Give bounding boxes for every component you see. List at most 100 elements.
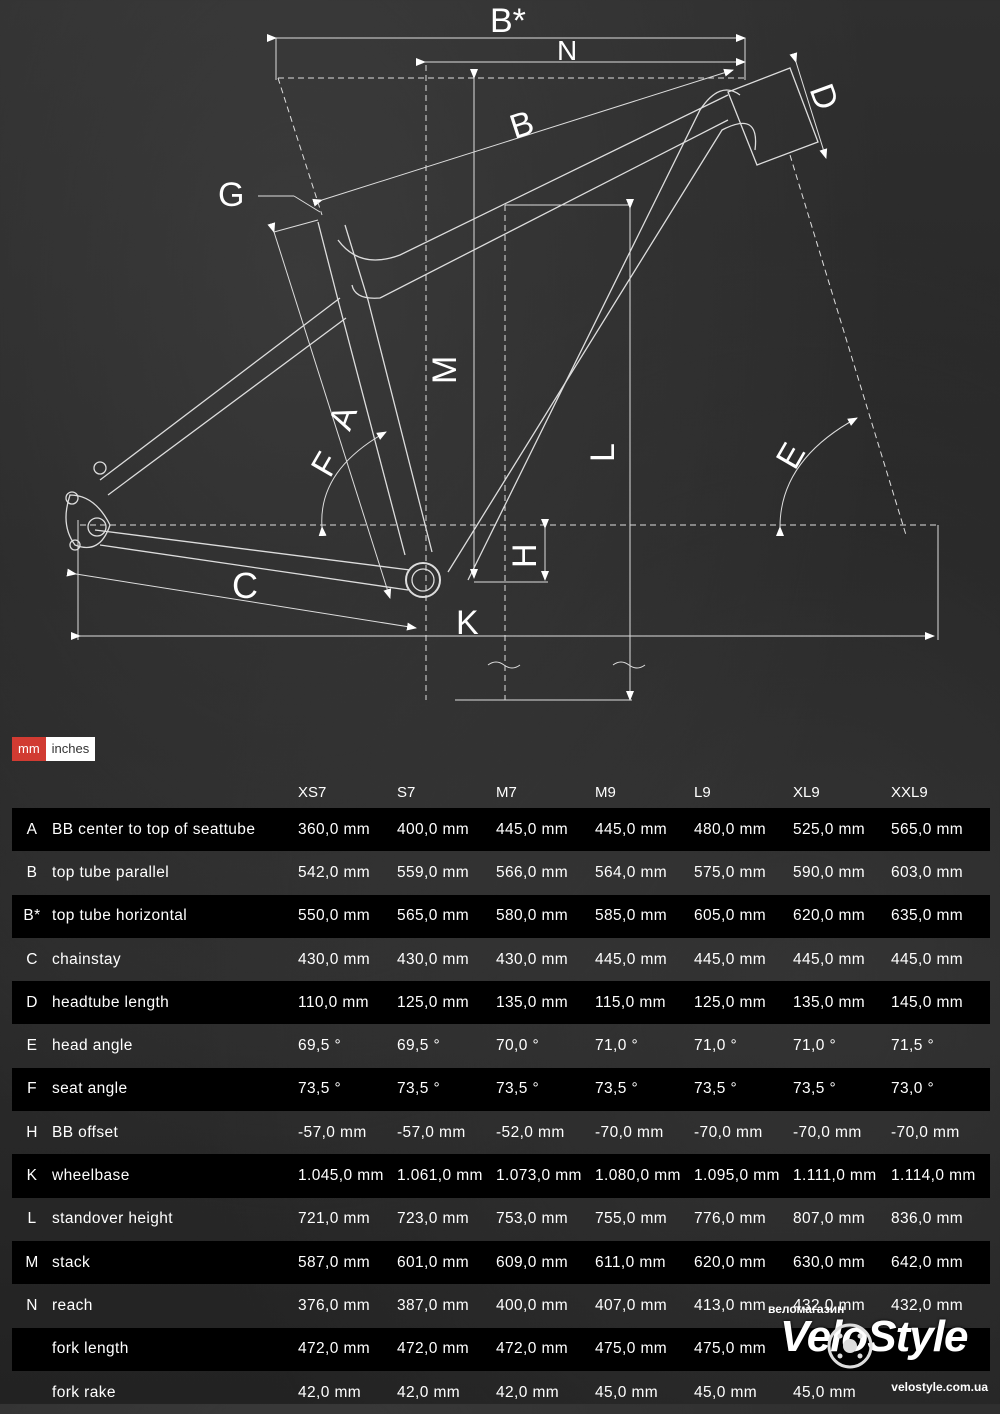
cell-value: 635,0 mm: [891, 894, 990, 938]
cell-value: 110,0 mm: [298, 981, 397, 1025]
cell-value: -52,0 mm: [496, 1123, 565, 1141]
cell-value: 580,0 mm: [496, 894, 595, 938]
cell-value: 807,0 mm: [793, 1210, 866, 1228]
cell-value: 542,0 mm: [298, 863, 371, 881]
label-n: N: [557, 35, 577, 66]
cell-value: 587,0 mm: [298, 1240, 397, 1285]
cell-value: 45,0 mm: [694, 1383, 758, 1401]
cell-value: 42,0 mm: [298, 1383, 362, 1401]
cell-value: 71,0 °: [595, 1037, 639, 1055]
row-label: headtube length: [52, 981, 298, 1025]
cell-value: 73,5 °: [397, 1067, 496, 1112]
row-key: A: [12, 808, 52, 852]
row-label: top tube parallel: [52, 863, 170, 881]
label-m: M: [426, 356, 464, 384]
cell-value: 755,0 mm: [595, 1210, 668, 1228]
row-key: B*: [12, 894, 52, 938]
cell-value: 125,0 mm: [397, 981, 496, 1025]
cell-value: 472,0 mm: [397, 1327, 496, 1371]
size-header: S7: [397, 783, 416, 801]
row-label: head angle: [52, 1037, 133, 1055]
row-label: fork length: [52, 1327, 298, 1371]
row-key: K: [12, 1154, 52, 1198]
cell-value: 445,0 mm: [595, 808, 694, 852]
cell-value: 42,0 mm: [397, 1383, 461, 1401]
cell-value: [891, 1327, 990, 1371]
row-key: F: [12, 1067, 52, 1112]
cell-value: 125,0 mm: [694, 981, 793, 1025]
row-label: BB center to top of seattube: [52, 808, 298, 852]
cell-value: 69,5 °: [397, 1037, 441, 1055]
cell-value: 135,0 mm: [496, 981, 595, 1025]
unit-mm-button[interactable]: mm: [12, 737, 46, 761]
cell-value: 73,0 °: [891, 1067, 990, 1112]
cell-value: 575,0 mm: [694, 863, 767, 881]
cell-value: 70,0 °: [496, 1037, 540, 1055]
cell-value: 472,0 mm: [298, 1327, 397, 1371]
cell-value: 445,0 mm: [496, 808, 595, 852]
label-d: D: [802, 79, 846, 115]
row-label: chainstay: [52, 950, 122, 968]
cell-value: 605,0 mm: [694, 894, 793, 938]
cell-value: 73,5 °: [496, 1067, 595, 1112]
row-key: M: [12, 1240, 52, 1285]
cell-value: 360,0 mm: [298, 808, 397, 852]
row-label: top tube horizontal: [52, 894, 298, 938]
row-key: B: [26, 863, 38, 881]
cell-value: 430,0 mm: [298, 950, 371, 968]
cell-value: 376,0 mm: [298, 1296, 371, 1314]
row-key: D: [12, 981, 52, 1025]
cell-value: 590,0 mm: [793, 863, 866, 881]
label-h: H: [506, 543, 544, 568]
cell-value: 42,0 mm: [496, 1383, 560, 1401]
cell-value: 69,5 °: [298, 1037, 342, 1055]
cell-value: 1.045,0 mm: [298, 1154, 397, 1198]
brand-logo-text: VeloStyle: [780, 1312, 968, 1361]
row-key: [12, 1371, 52, 1414]
cell-value: -70,0 mm: [595, 1123, 664, 1141]
cell-value: 432,0 mm: [793, 1296, 866, 1314]
cell-value: 564,0 mm: [595, 863, 668, 881]
velostyle-watermark: веломагазин VeloStyle velostyle.com.ua: [766, 1302, 996, 1402]
cell-value: 73,5 °: [298, 1067, 397, 1112]
cell-value: 73,5 °: [694, 1067, 793, 1112]
size-header: M7: [496, 783, 517, 801]
cell-value: 135,0 mm: [793, 981, 891, 1025]
cell-value: 145,0 mm: [891, 981, 990, 1025]
cell-value: -70,0 mm: [793, 1123, 862, 1141]
row-key: [12, 1327, 52, 1371]
label-b-star: B*: [490, 2, 526, 40]
unit-inches-button[interactable]: inches: [45, 737, 96, 761]
cell-value: 430,0 mm: [397, 950, 470, 968]
cell-value: 407,0 mm: [595, 1296, 668, 1314]
cell-value: -57,0 mm: [298, 1123, 367, 1141]
cell-value: 71,0 °: [793, 1037, 837, 1055]
cell-value: 721,0 mm: [298, 1210, 371, 1228]
brand-subtitle: веломагазин: [768, 1302, 845, 1316]
cell-value: 601,0 mm: [397, 1240, 496, 1285]
cell-value: 836,0 mm: [891, 1210, 964, 1228]
unit-toggle: mm inches: [12, 737, 96, 761]
row-label: standover height: [52, 1210, 174, 1228]
row-label: wheelbase: [52, 1154, 298, 1198]
cell-value: -70,0 mm: [694, 1123, 763, 1141]
cell-value: 620,0 mm: [694, 1240, 793, 1285]
cell-value: 1.073,0 mm: [496, 1154, 595, 1198]
cell-value: 1.080,0 mm: [595, 1154, 694, 1198]
row-label: BB offset: [52, 1123, 119, 1141]
cell-value: 630,0 mm: [793, 1240, 891, 1285]
cell-value: 566,0 mm: [496, 863, 569, 881]
row-key: E: [26, 1037, 38, 1055]
cell-value: 620,0 mm: [793, 894, 891, 938]
